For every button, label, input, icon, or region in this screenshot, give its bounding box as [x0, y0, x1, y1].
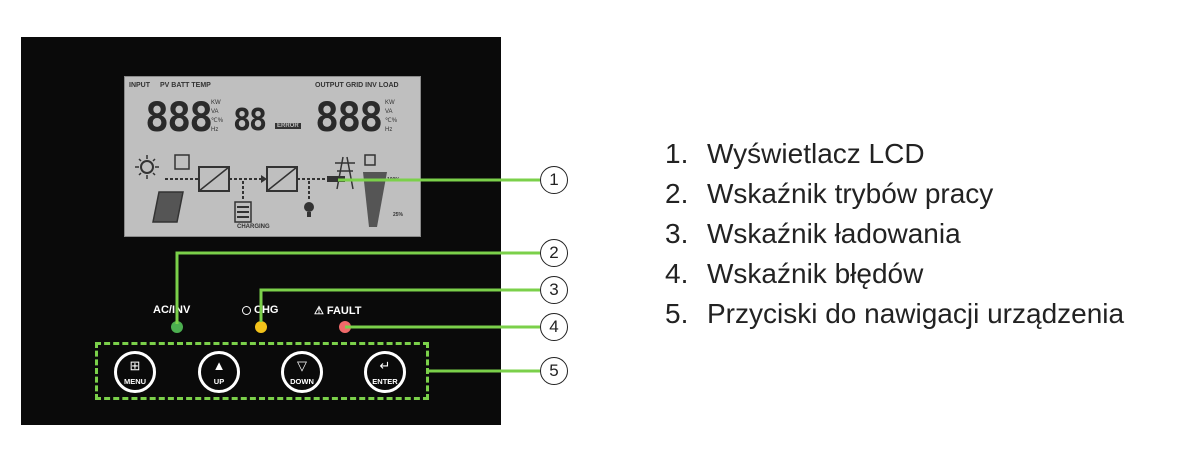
lcd-display: INPUT PV BATT TEMP OUTPUT GRID INV LOAD …	[124, 76, 421, 237]
battery-icon	[234, 201, 252, 223]
grid-tower-icon	[335, 156, 355, 190]
up-button[interactable]: ▲ UP	[198, 351, 240, 393]
lcd-right-digits: 888	[315, 95, 383, 141]
legend-item: 2.Wskaźnik trybów pracy	[665, 178, 994, 209]
legend-item: 5.Przyciski do nawigacji urządzenia	[665, 298, 1125, 329]
windows-icon: ⊞	[129, 358, 141, 373]
enter-button-label: ENTER	[372, 377, 398, 386]
load-meter-icon	[363, 154, 387, 227]
solar-panel-icon	[152, 191, 184, 223]
legend-item: 1.Wyświetlacz LCD	[665, 138, 925, 169]
legend-item: 3.Wskaźnik ładowania	[665, 218, 961, 249]
sun-icon	[135, 155, 159, 179]
down-button-label: DOWN	[290, 377, 314, 386]
lcd-charging-label: CHARGING	[237, 224, 270, 230]
down-button[interactable]: ▽ DOWN	[281, 351, 323, 393]
device-panel: INPUT PV BATT TEMP OUTPUT GRID INV LOAD …	[21, 37, 501, 425]
triangle-down-icon: ▽	[297, 358, 307, 373]
lcd-mid-digits: 88	[233, 103, 267, 138]
lcd-pv-batt-temp-label: PV BATT TEMP	[160, 82, 211, 89]
callout-4: 4	[540, 313, 568, 341]
warning-triangle-icon: ⚠	[314, 305, 324, 317]
charging-segment-icon	[327, 176, 345, 182]
callout-1: 1	[540, 166, 568, 194]
callout-3: 3	[540, 276, 568, 304]
callout-5: 5	[540, 357, 568, 385]
menu-button-label: MENU	[123, 377, 147, 386]
lcd-left-digits: 888	[145, 95, 213, 141]
callout-2: 2	[540, 239, 568, 267]
pv-input-icon	[174, 154, 190, 170]
lcd-error-label: ERROR	[275, 123, 301, 129]
legend-list: 1.Wyświetlacz LCD 2.Wskaźnik trybów prac…	[665, 134, 1124, 334]
fault-label: ⚠FAULT	[314, 305, 362, 317]
bulb-icon	[304, 202, 314, 217]
lcd-output-label: OUTPUT GRID INV LOAD	[315, 82, 399, 89]
ac-inv-led	[171, 321, 183, 333]
chg-led	[255, 321, 267, 333]
triangle-up-icon: ▲	[212, 358, 226, 373]
buttons-highlight-box	[95, 342, 429, 400]
menu-button[interactable]: ⊞ MENU	[114, 351, 156, 393]
up-button-label: UP	[213, 377, 225, 386]
lcd-load-low: 25%	[393, 212, 404, 218]
chg-ring-icon	[242, 305, 251, 315]
ac-inv-label: AC/INV	[153, 304, 191, 316]
lcd-flow-diagram	[135, 154, 387, 227]
lcd-input-label: INPUT	[129, 82, 150, 89]
legend-item: 4.Wskaźnik błędów	[665, 258, 924, 289]
enter-arrow-icon: ↵	[379, 358, 391, 373]
enter-button[interactable]: ↵ ENTER	[364, 351, 406, 393]
